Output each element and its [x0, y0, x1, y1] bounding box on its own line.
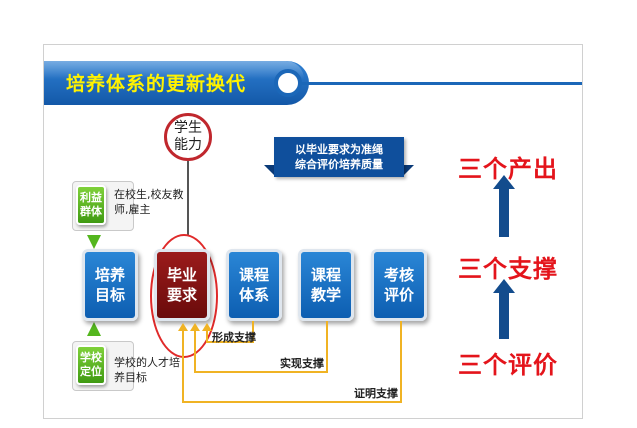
student-ability-circle: 学生 能力 [164, 113, 212, 161]
title-rule [302, 82, 582, 85]
box-assessment: 考核 评价 [371, 249, 427, 321]
positioning-tag: 学校 定位 [76, 345, 106, 385]
stakeholders-note: 在校生,校友教 师,雇主 [114, 188, 184, 216]
criterion-banner-tail-right [402, 165, 414, 177]
positioning-arrow-up-icon [87, 322, 101, 336]
realize-support-arrow-icon [190, 323, 200, 331]
prove-support-line-h [182, 401, 402, 403]
slide: 培养体系的更新换代 学生 能力 以毕业要求为准绳 综合评价培养质量 利益 群体 … [43, 44, 583, 419]
box-course-system: 课程 体系 [226, 249, 282, 321]
box-training-goal: 培养 目标 [82, 249, 138, 321]
arrow-up-icon-bottom [493, 279, 515, 293]
prove-support-arrow-icon [178, 323, 188, 331]
realize-support-line-h [194, 371, 328, 373]
prove-support-label: 证明支撑 [354, 387, 398, 400]
title-banner [44, 61, 309, 105]
realize-support-label: 实现支撑 [280, 357, 324, 370]
requirement-highlight-ring [150, 234, 218, 358]
arrow-shaft-bottom [499, 293, 509, 339]
prove-support-line-v1 [400, 321, 402, 403]
criterion-banner: 以毕业要求为准绳 综合评价培养质量 [274, 137, 404, 177]
prove-support-line-v2 [182, 329, 184, 403]
three-supports-label: 三个支撑 [458, 255, 558, 283]
realize-support-line-v1 [326, 321, 328, 373]
realize-support-line-v2 [194, 329, 196, 373]
arrow-shaft-top [499, 189, 509, 237]
form-support-line-h [206, 341, 254, 343]
form-support-arrow-icon [202, 323, 212, 331]
arrow-up-icon-top [493, 175, 515, 189]
form-support-line-v2 [206, 329, 208, 343]
title-rule-dot [274, 69, 302, 97]
stakeholders-arrow-down-icon [87, 235, 101, 249]
positioning-note: 学校的人才培 养目标 [114, 356, 180, 384]
slide-title: 培养体系的更新换代 [66, 73, 247, 95]
ability-connector [187, 161, 189, 235]
criterion-banner-tail-left [264, 165, 276, 177]
stakeholders-tag: 利益 群体 [76, 185, 106, 225]
form-support-line-v1 [252, 321, 254, 343]
three-evaluations-label: 三个评价 [458, 351, 558, 379]
box-course-teaching: 课程 教学 [298, 249, 354, 321]
form-support-label: 形成支撑 [212, 331, 256, 344]
box-graduation-requirement: 毕业 要求 [154, 249, 210, 321]
title-banner-shine [44, 61, 304, 79]
